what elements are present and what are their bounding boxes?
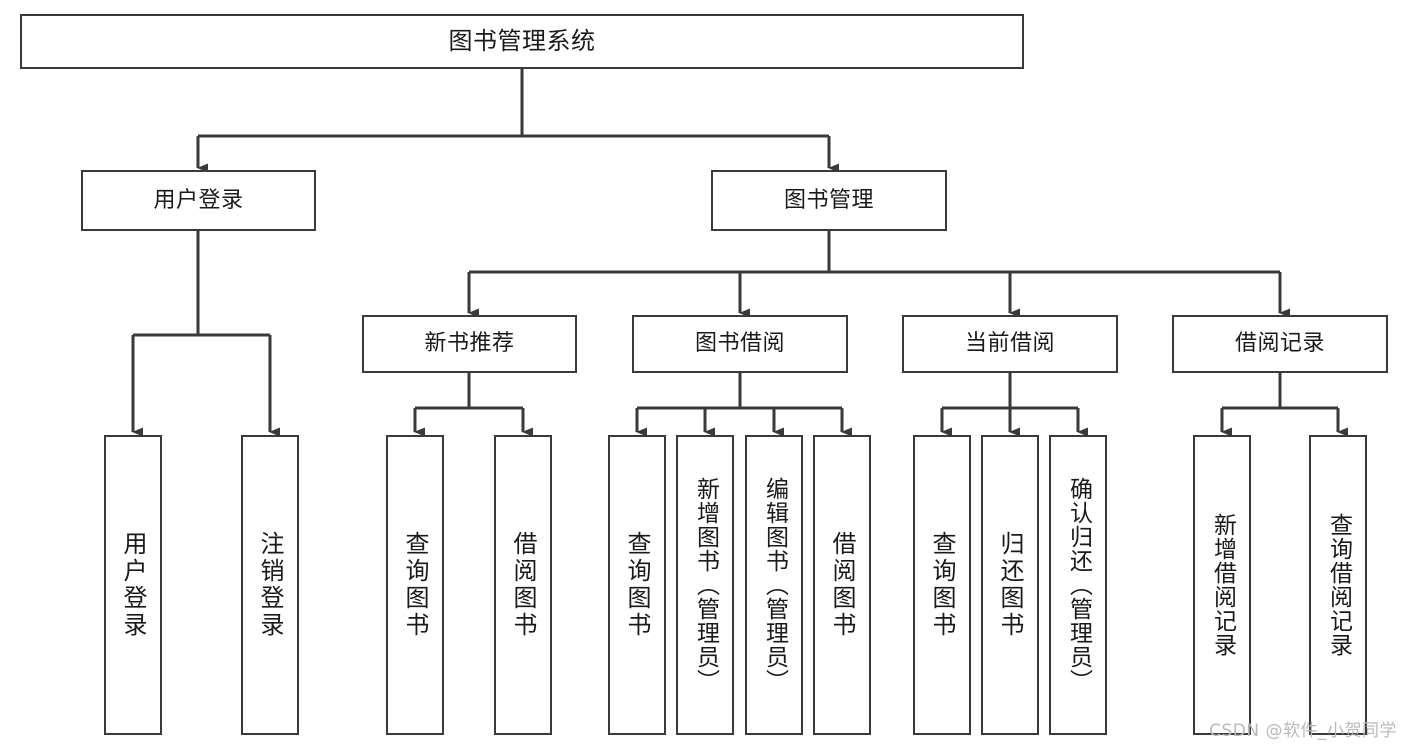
node-label: 借阅记录: [1234, 331, 1325, 357]
node-root-book-management-system[interactable]: 图书管理系统: [20, 14, 1024, 69]
node-leaf-add-book-admin[interactable]: 新增图书（管理员）: [676, 435, 734, 735]
node-leaf-edit-book-admin[interactable]: 编辑图书（管理员）: [745, 435, 803, 735]
node-leaf-query-book-recommend[interactable]: 查询图书: [386, 435, 444, 735]
node-label: 用户登录: [153, 187, 244, 213]
node-new-book-recommend[interactable]: 新书推荐: [362, 315, 577, 373]
node-current-borrow[interactable]: 当前借阅: [902, 315, 1118, 373]
node-book-borrow[interactable]: 图书借阅: [632, 315, 848, 373]
node-label: 借阅图书: [509, 531, 537, 639]
node-label: 新书推荐: [424, 331, 515, 357]
node-leaf-query-book-current[interactable]: 查询图书: [913, 435, 971, 735]
node-leaf-add-borrow-record[interactable]: 新增借阅记录: [1193, 435, 1251, 735]
node-label: 查询借阅记录: [1325, 513, 1352, 657]
node-label: 查询图书: [401, 531, 429, 639]
node-leaf-return-book[interactable]: 归还图书: [981, 435, 1039, 735]
node-borrow-record[interactable]: 借阅记录: [1172, 315, 1388, 373]
node-book-management[interactable]: 图书管理: [711, 170, 947, 231]
node-leaf-query-book-borrow[interactable]: 查询图书: [608, 435, 666, 735]
node-leaf-borrow-book-recommend[interactable]: 借阅图书: [494, 435, 552, 735]
node-label: 图书管理: [783, 187, 874, 213]
node-label: 图书管理系统: [448, 26, 596, 55]
node-leaf-query-borrow-record[interactable]: 查询借阅记录: [1309, 435, 1367, 735]
node-label: 注销登录: [256, 531, 284, 639]
node-label: 查询图书: [928, 531, 956, 639]
node-user-login[interactable]: 用户登录: [81, 170, 316, 231]
node-label: 编辑图书（管理员）: [761, 477, 788, 693]
node-leaf-user-login[interactable]: 用户登录: [104, 435, 162, 735]
node-label: 确认归还（管理员）: [1065, 477, 1092, 693]
node-leaf-logout[interactable]: 注销登录: [241, 435, 299, 735]
node-label: 新增借阅记录: [1209, 513, 1236, 657]
node-leaf-borrow-book[interactable]: 借阅图书: [813, 435, 871, 735]
node-label: 新增图书（管理员）: [692, 477, 719, 693]
node-label: 图书借阅: [694, 331, 785, 357]
node-label: 查询图书: [623, 531, 651, 639]
node-label: 当前借阅: [964, 331, 1055, 357]
node-label: 归还图书: [996, 531, 1024, 639]
node-label: 借阅图书: [828, 531, 856, 639]
node-leaf-confirm-return-admin[interactable]: 确认归还（管理员）: [1049, 435, 1107, 735]
node-label: 用户登录: [119, 531, 147, 639]
csdn-watermark: CSDN @软件_小贺同学: [1209, 721, 1397, 741]
